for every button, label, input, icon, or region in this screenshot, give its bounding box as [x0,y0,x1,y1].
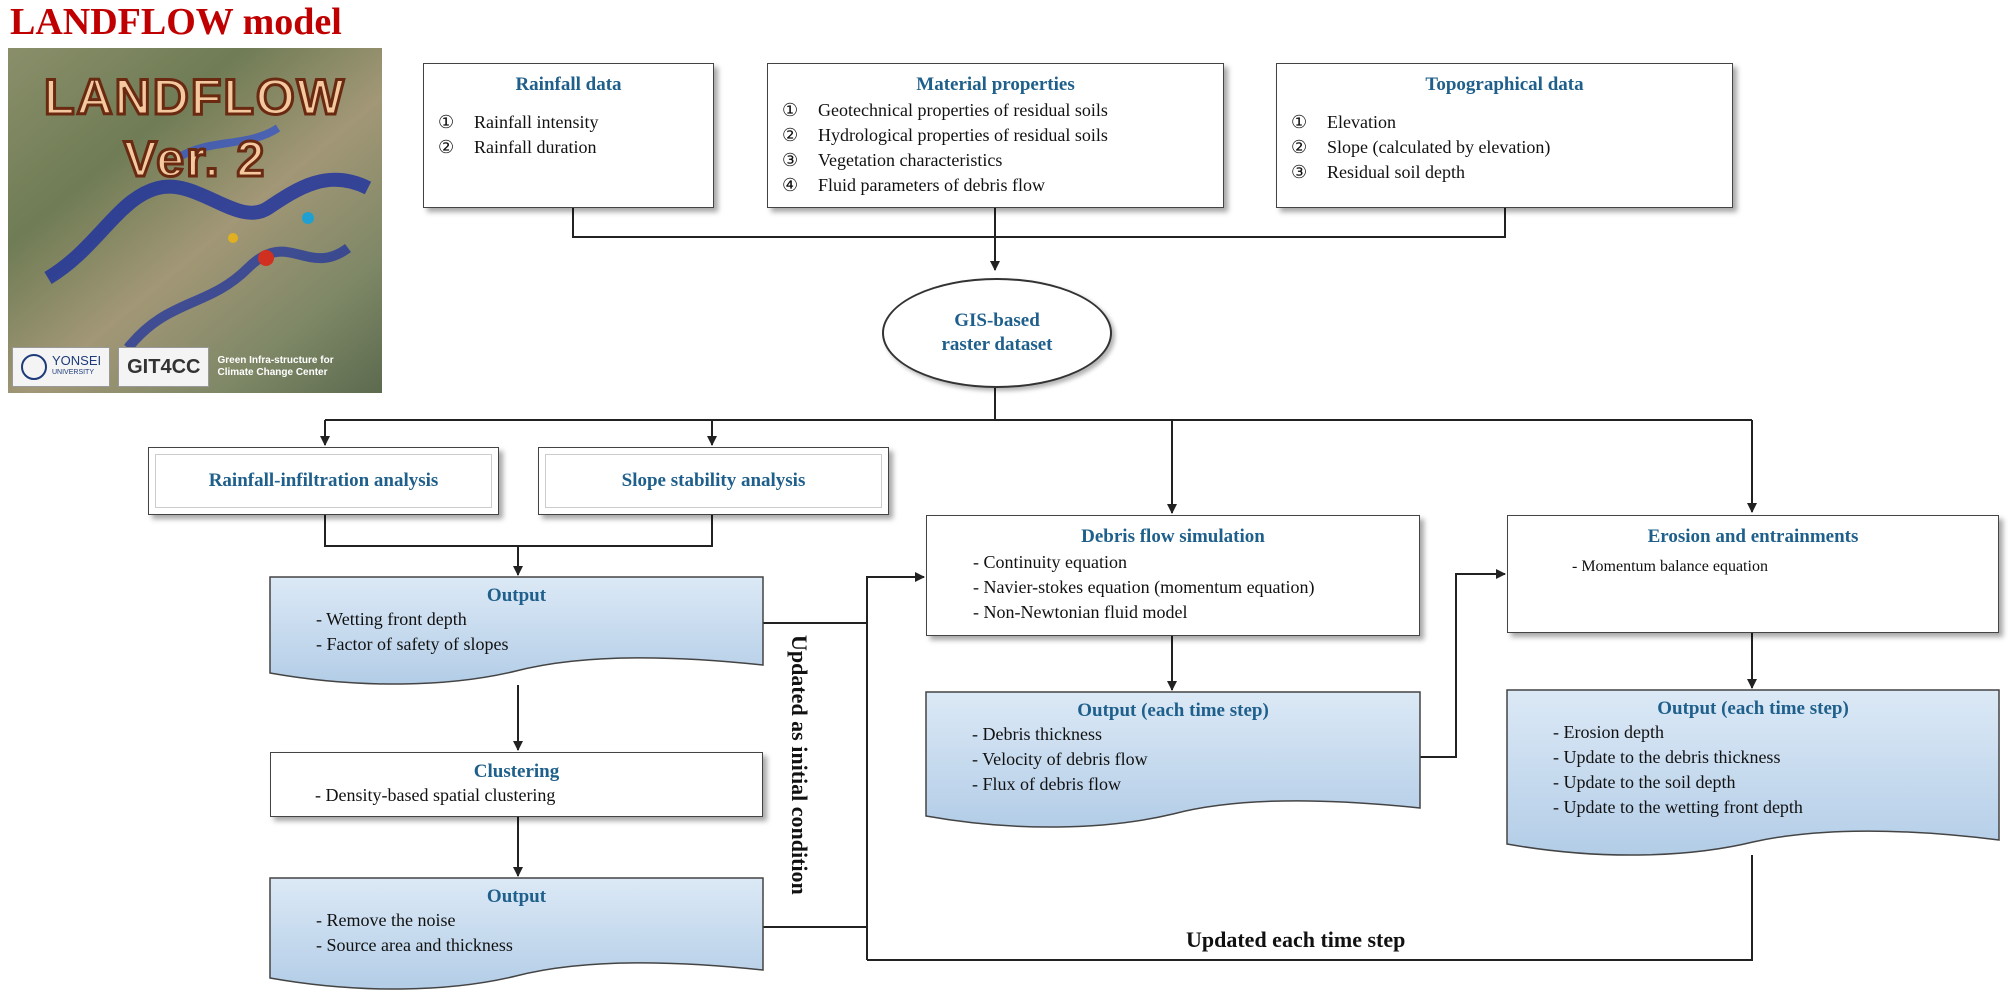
terrain-image [44,124,372,352]
list-item: - Non-Newtonian fluid model [973,602,1188,622]
list-item: - Remove the noise [316,910,456,930]
git4cc-logo: GIT4CC [118,347,210,387]
list-item: - Density-based spatial clustering [315,785,556,805]
erosion-entrainments-box: Erosion and entrainments - Momentum bala… [1507,515,1999,633]
page-title: LANDFLOW model [10,1,342,43]
material-properties-title: Material properties [916,74,1075,95]
output-title: Output [486,585,547,606]
list-item: - Update to the soil depth [1553,772,1736,792]
yonsei-logo: YONSEI UNIVERSITY [12,347,111,387]
output-source-area-box: Output - Remove the noise - Source area … [269,877,764,990]
topographical-data-title: Topographical data [1425,74,1584,95]
yonsei-seal-icon [21,354,47,380]
gis-raster-dataset-node: GIS-based raster dataset [882,278,1112,388]
rainfall-infiltration-analysis-box: Rainfall-infiltration analysis [148,447,499,515]
list-item: - Continuity equation [973,552,1127,572]
clustering-title: Clustering [473,761,560,782]
erosion-output-title: Output (each time step) [1657,698,1849,719]
list-item: - Wetting front depth [316,609,467,629]
output-wetting-front-box: Output - Wetting front depth - Factor of… [269,576,764,685]
logo-title: LANDFLOW [42,68,347,127]
debris-output-title: Output (each time step) [1077,700,1269,721]
list-item: - Debris thickness [972,724,1102,744]
list-item: - Erosion depth [1553,722,1664,742]
git4cc-description: Green Infra-structure for Climate Change… [217,355,334,378]
output-title: Output [486,886,547,907]
logo-version: Ver. 2 [122,130,267,189]
list-item: - Factor of safety of slopes [316,634,509,654]
landflow-logo: LANDFLOW Ver. 2 YONSEI UNIVERSITY GIT4CC… [8,48,382,393]
list-item: - Source area and thickness [316,935,513,955]
clustering-box: Clustering - Density-based spatial clust… [270,752,763,817]
list-item: - Momentum balance equation [1572,558,1768,575]
list-item: - Update to the debris thickness [1553,747,1781,767]
each-time-step-label: Updated each time step [1186,927,1406,952]
rainfall-data-title: Rainfall data [515,74,622,95]
list-item: - Velocity of debris flow [972,749,1148,769]
erosion-entrainments-title: Erosion and entrainments [1647,526,1859,547]
erosion-output-box: Output (each time step) - Erosion depth … [1506,689,2000,860]
initial-condition-label: Updated as initial condition [787,635,812,895]
debris-output-box: Output (each time step) - Debris thickne… [925,691,1421,832]
list-item: - Update to the wetting front depth [1553,797,1803,817]
list-item: - Flux of debris flow [972,774,1121,794]
list-item: - Navier-stokes equation (momentum equat… [973,577,1315,597]
slope-stability-analysis-box: Slope stability analysis [538,447,889,515]
debris-flow-simulation-box: Debris flow simulation - Continuity equa… [926,515,1420,636]
debris-flow-simulation-title: Debris flow simulation [1081,526,1265,547]
